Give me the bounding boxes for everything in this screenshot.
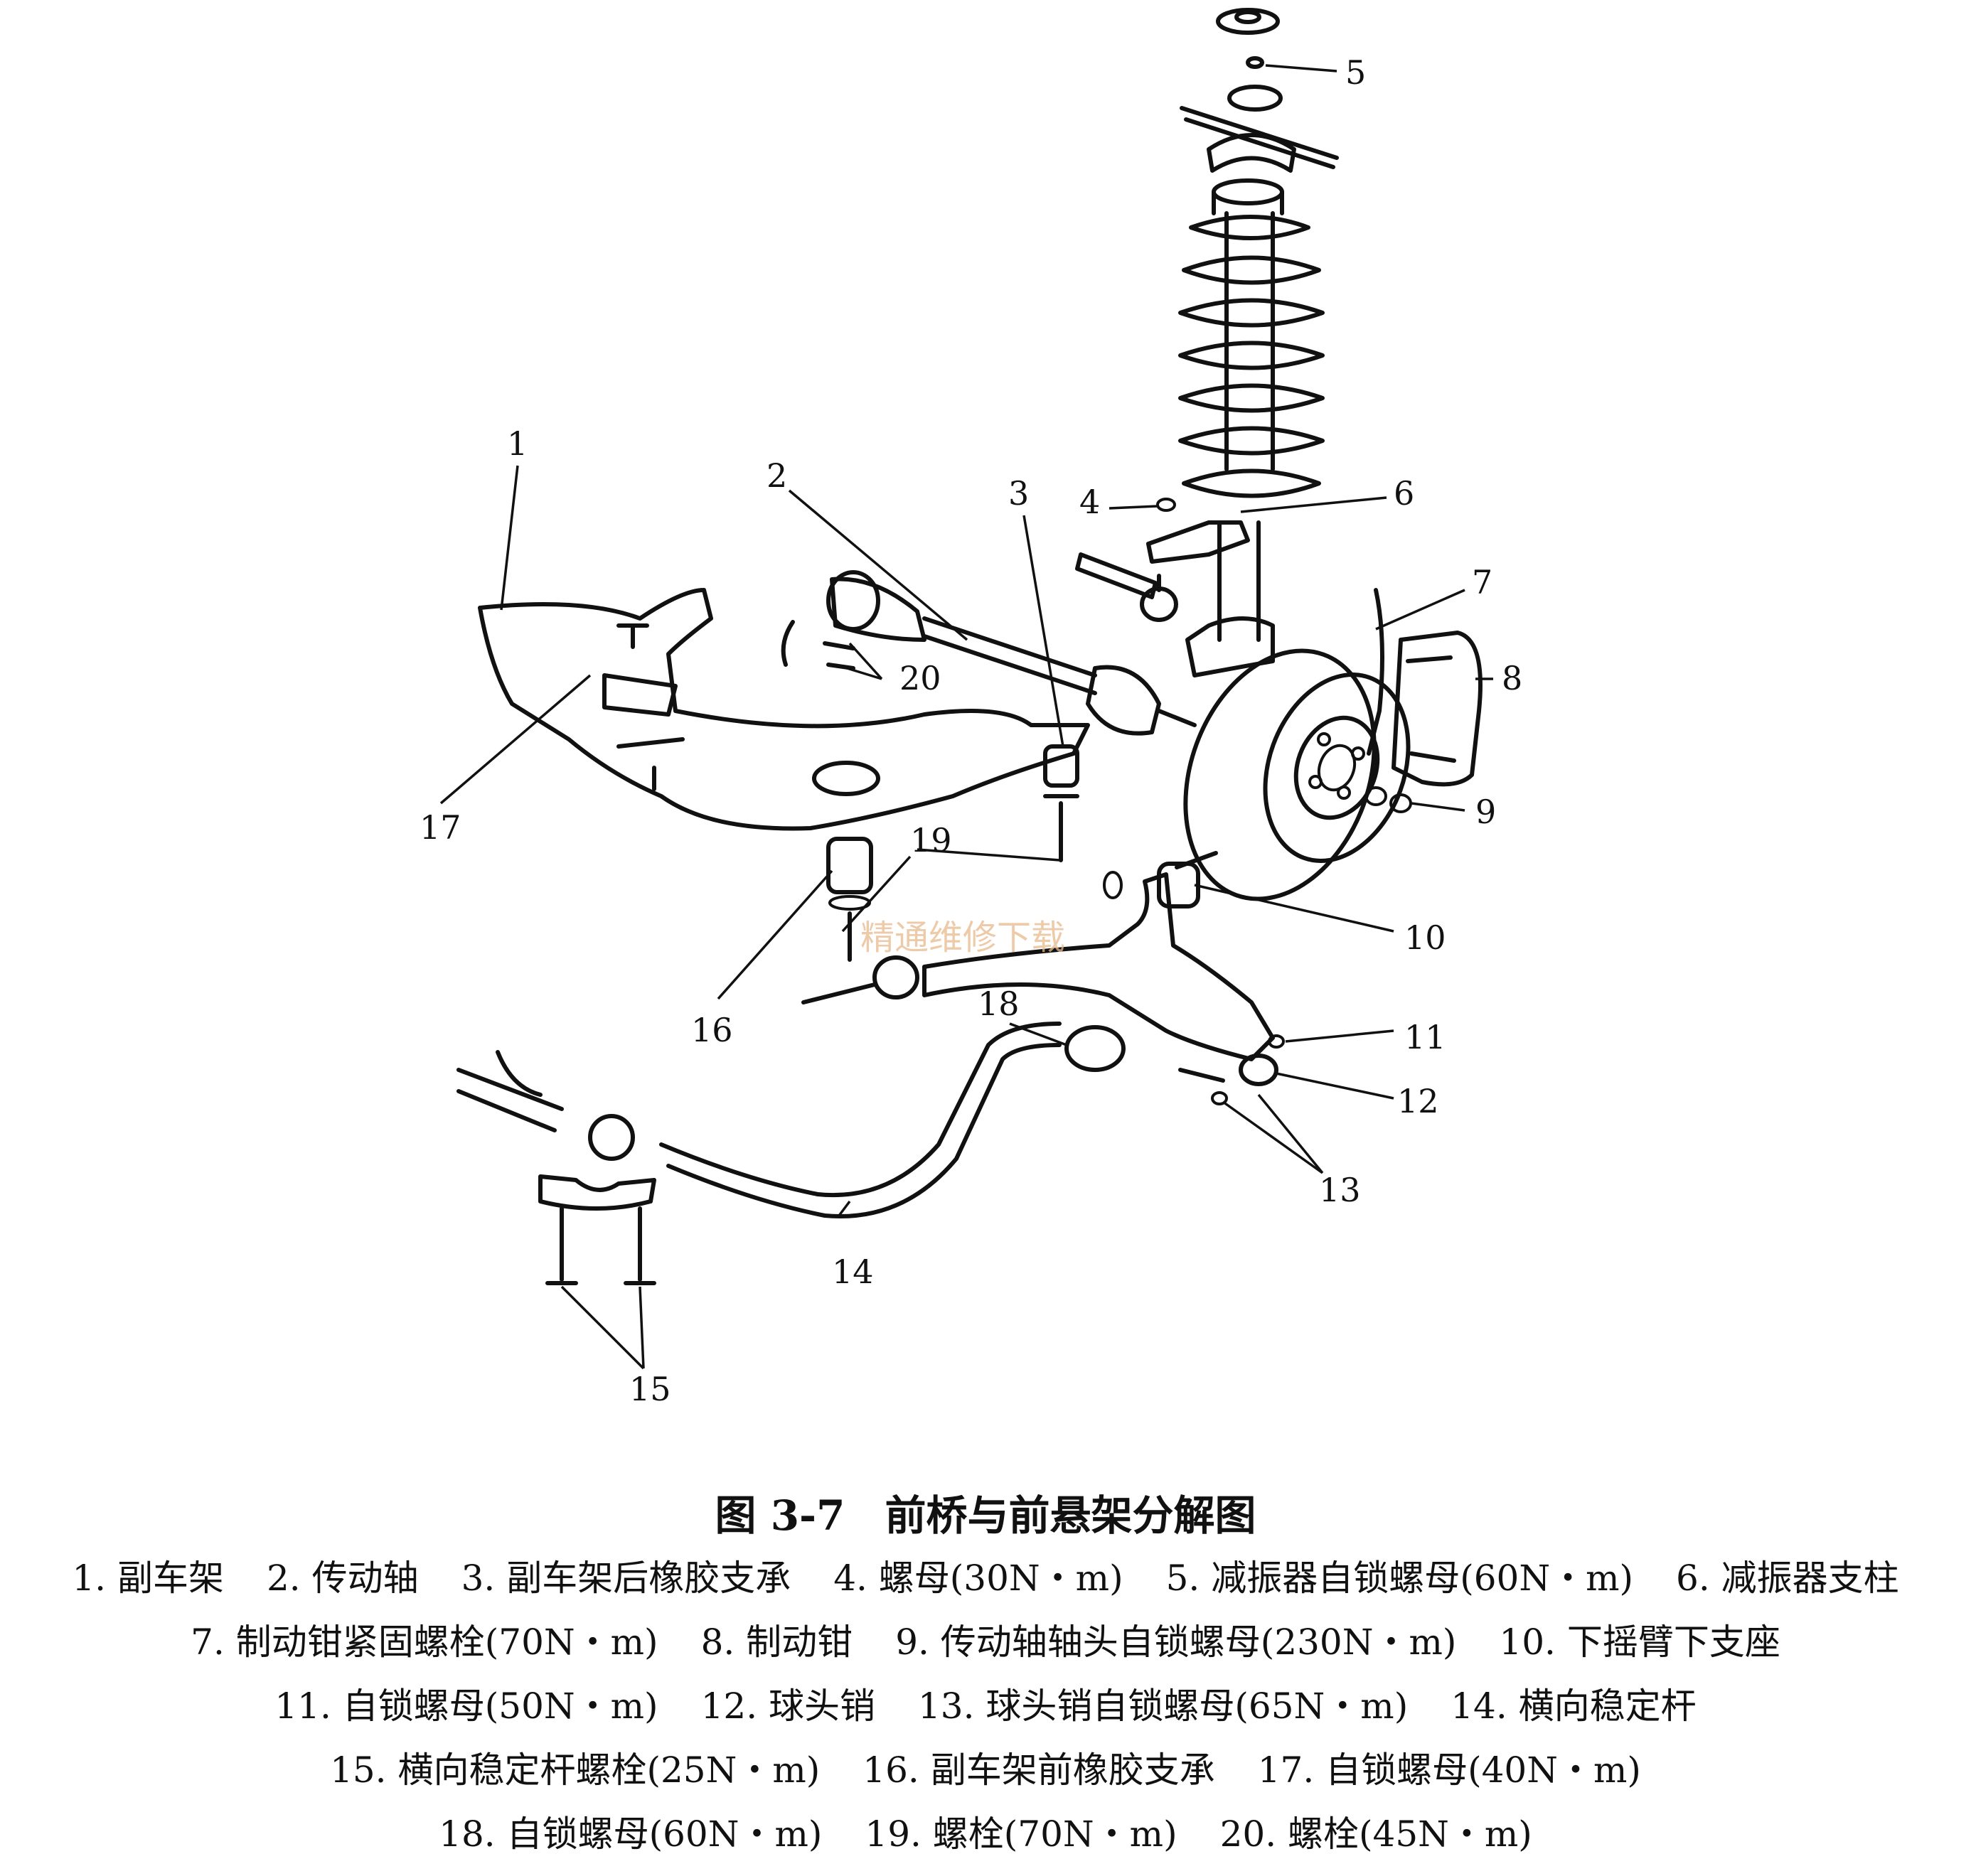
callout-7: 7 bbox=[1472, 563, 1492, 601]
callout-18: 18 bbox=[978, 985, 1020, 1023]
legend-item: 3. 副车架后橡胶支承 bbox=[461, 1558, 791, 1599]
callout-9: 9 bbox=[1475, 793, 1496, 831]
callout-6: 6 bbox=[1394, 474, 1414, 513]
legend-row-1: 1. 副车架 2. 传动轴 3. 副车架后橡胶支承 4. 螺母(30N・m) 5. 减振… bbox=[0, 1557, 1971, 1599]
callout-2: 2 bbox=[766, 456, 787, 495]
leader-lines bbox=[439, 64, 1493, 1370]
legend-item: 6. 减振器支柱 bbox=[1676, 1558, 1899, 1599]
legend-item: 2. 传动轴 bbox=[266, 1558, 419, 1599]
figure-title: 前桥与前悬架分解图 bbox=[885, 1491, 1256, 1540]
legend-item: 13. 球头销自锁螺母(65N・m) bbox=[918, 1685, 1409, 1727]
callout-4: 4 bbox=[1079, 483, 1100, 521]
legend-item: 1. 副车架 bbox=[72, 1558, 224, 1599]
legend-row-4: 15. 横向稳定杆螺栓(25N・m) 16. 副车架前橡胶支承 17. 自锁螺母(4… bbox=[0, 1749, 1971, 1791]
callout-11: 11 bbox=[1404, 1018, 1446, 1056]
watermark: 精通维修下载 bbox=[860, 918, 1065, 958]
callout-20: 20 bbox=[899, 659, 941, 697]
legend-item: 18. 自锁螺母(60N・m) bbox=[439, 1813, 823, 1855]
callout-16: 16 bbox=[691, 1011, 733, 1049]
legend-item: 16. 副车架前橡胶支承 bbox=[862, 1749, 1215, 1791]
legend-row-2: 7. 制动钳紧固螺栓(70N・m) 8. 制动钳 9. 传动轴轴头自锁螺母(230N… bbox=[0, 1621, 1971, 1663]
callout-12: 12 bbox=[1397, 1082, 1439, 1120]
strut-assembly bbox=[1146, 8, 1339, 677]
callout-labels: 1 2 3 4 5 6 7 8 9 10 11 12 13 14 15 16 1… bbox=[420, 53, 1522, 1408]
legend-item: 7. 制动钳紧固螺栓(70N・m) bbox=[191, 1622, 658, 1663]
rear-rubber-support bbox=[1043, 744, 1079, 862]
legend-item: 19. 螺栓(70N・m) bbox=[865, 1813, 1177, 1855]
legend-item: 12. 球头销 bbox=[700, 1685, 875, 1727]
legend-item: 14. 横向稳定杆 bbox=[1451, 1685, 1697, 1727]
callout-17: 17 bbox=[420, 808, 461, 847]
exploded-diagram: 1 2 3 4 5 6 7 8 9 10 11 12 13 14 15 16 1… bbox=[420, 8, 1522, 1408]
callout-10: 10 bbox=[1404, 918, 1446, 957]
stabilizer-bar bbox=[456, 1022, 1126, 1218]
callout-5: 5 bbox=[1345, 53, 1366, 92]
legend-item: 11. 自锁螺母(50N・m) bbox=[274, 1685, 658, 1727]
legend-row-3: 11. 自锁螺母(50N・m) 12. 球头销 13. 球头销自锁螺母(65N・m)… bbox=[0, 1685, 1971, 1727]
stabilizer-bracket bbox=[538, 1174, 656, 1285]
lower-control-arm bbox=[801, 851, 1285, 1105]
legend-item: 15. 横向稳定杆螺栓(25N・m) bbox=[330, 1749, 821, 1791]
figure-number: 图 3-7 bbox=[715, 1491, 845, 1540]
legend-item: 10. 下摇臂下支座 bbox=[1499, 1622, 1780, 1663]
figure-caption: 图 3-7 前桥与前悬架分解图 bbox=[0, 1482, 1971, 1540]
subframe bbox=[478, 588, 1090, 831]
callout-13: 13 bbox=[1319, 1171, 1361, 1209]
brake-caliper bbox=[1364, 588, 1483, 813]
drive-shaft bbox=[781, 570, 1197, 736]
brake-disc bbox=[1183, 648, 1411, 901]
callout-8: 8 bbox=[1502, 659, 1522, 697]
legend-item: 4. 螺母(30N・m) bbox=[833, 1558, 1123, 1599]
legend-row-5: 18. 自锁螺母(60N・m) 19. 螺栓(70N・m) 20. 螺栓(45N・m… bbox=[0, 1813, 1971, 1855]
callout-3: 3 bbox=[1008, 474, 1029, 513]
legend-item: 9. 传动轴轴头自锁螺母(230N・m) bbox=[895, 1622, 1457, 1663]
legend-item: 8. 制动钳 bbox=[700, 1622, 853, 1663]
callout-15: 15 bbox=[629, 1370, 671, 1408]
callout-19: 19 bbox=[910, 821, 952, 859]
legend-item: 20. 螺栓(45N・m) bbox=[1219, 1813, 1532, 1855]
front-rubber-support bbox=[826, 837, 873, 962]
callout-14: 14 bbox=[832, 1253, 874, 1291]
tie-rod-end bbox=[1075, 498, 1178, 622]
callout-1: 1 bbox=[507, 424, 528, 463]
legend-item: 17. 自锁螺母(40N・m) bbox=[1257, 1749, 1641, 1791]
legend-item: 5. 减振器自锁螺母(60N・m) bbox=[1165, 1558, 1634, 1599]
